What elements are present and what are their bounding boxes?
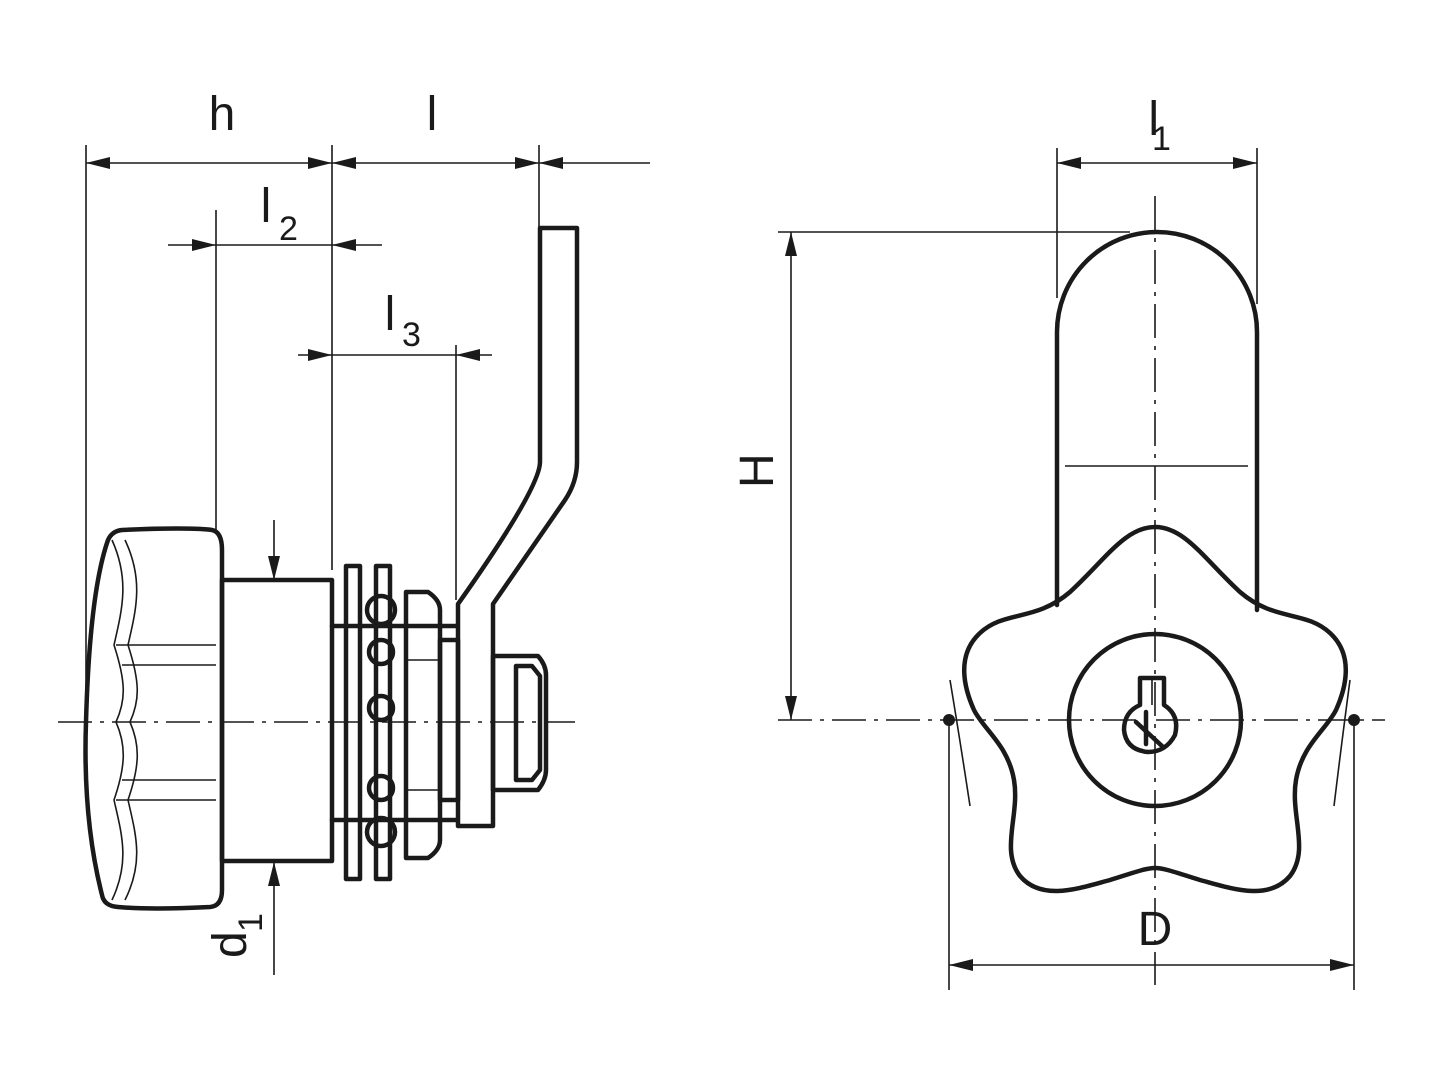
front-lever-outline [1054,229,1260,613]
arrow-l2-left [192,239,216,251]
D-arc-right [1333,679,1351,807]
arrow-l-outer [539,157,563,169]
arrow-l1-right [1233,157,1257,169]
key-slot-line [1133,719,1165,749]
label-l1: l [1148,93,1159,146]
mount-plate-2 [373,563,393,882]
side-view: h l l 2 l 3 d 1 [58,88,650,975]
lock-body [219,577,335,864]
arrow-l3-right [456,349,480,361]
label-l2: l [261,180,272,233]
D-arc-left [949,679,971,807]
D-point-left [943,714,955,726]
arrow-l3-left [308,349,332,361]
knob-lobe-profile-inner [124,539,139,901]
label-l3-subscript: 3 [402,316,421,354]
arrow-l1-left [1057,157,1081,169]
washer-2 [366,637,396,667]
hex-nut [403,589,443,861]
label-D: D [1138,903,1173,956]
arrow-H-top [785,232,797,256]
arrow-l-right [515,157,539,169]
knob-outline [83,526,225,911]
arrow-H-bottom [785,696,797,720]
arrow-h-left [86,157,110,169]
spacer [437,637,461,803]
label-H: H [731,453,784,488]
arrow-l-left [332,157,356,169]
star-knob-outline [962,524,1348,894]
front-view: l 1 H D [731,93,1385,990]
label-d1-group: d 1 [204,913,270,958]
arrow-d1-top [268,556,280,580]
arrow-h-right [308,157,332,169]
label-l2-subscript: 2 [279,210,298,248]
washer-1 [364,593,398,627]
arrow-d1-bottom [268,862,280,886]
arrow-l2-right [332,239,356,251]
label-l1-subscript: 1 [1152,120,1171,158]
label-d1-subscript: 1 [232,913,270,932]
arrow-D-right [1330,959,1354,971]
cam-lever [455,225,580,829]
cam-bolt-head [513,663,543,783]
cam-bolt [490,653,549,793]
mount-plate-1 [343,563,363,882]
label-l3: l [385,288,396,341]
label-H-group: H [731,453,784,488]
D-point-right [1348,714,1360,726]
label-d1: d [204,931,257,958]
washer-4 [366,773,396,803]
lock-cylinder-outer [1066,631,1244,809]
washer-3 [366,693,396,723]
label-l: l [427,88,438,141]
knob-lobe-profile [111,539,125,901]
arrow-D-left [949,959,973,971]
washer-5 [364,815,398,849]
label-h: h [209,88,236,141]
keyhole [1121,675,1179,755]
